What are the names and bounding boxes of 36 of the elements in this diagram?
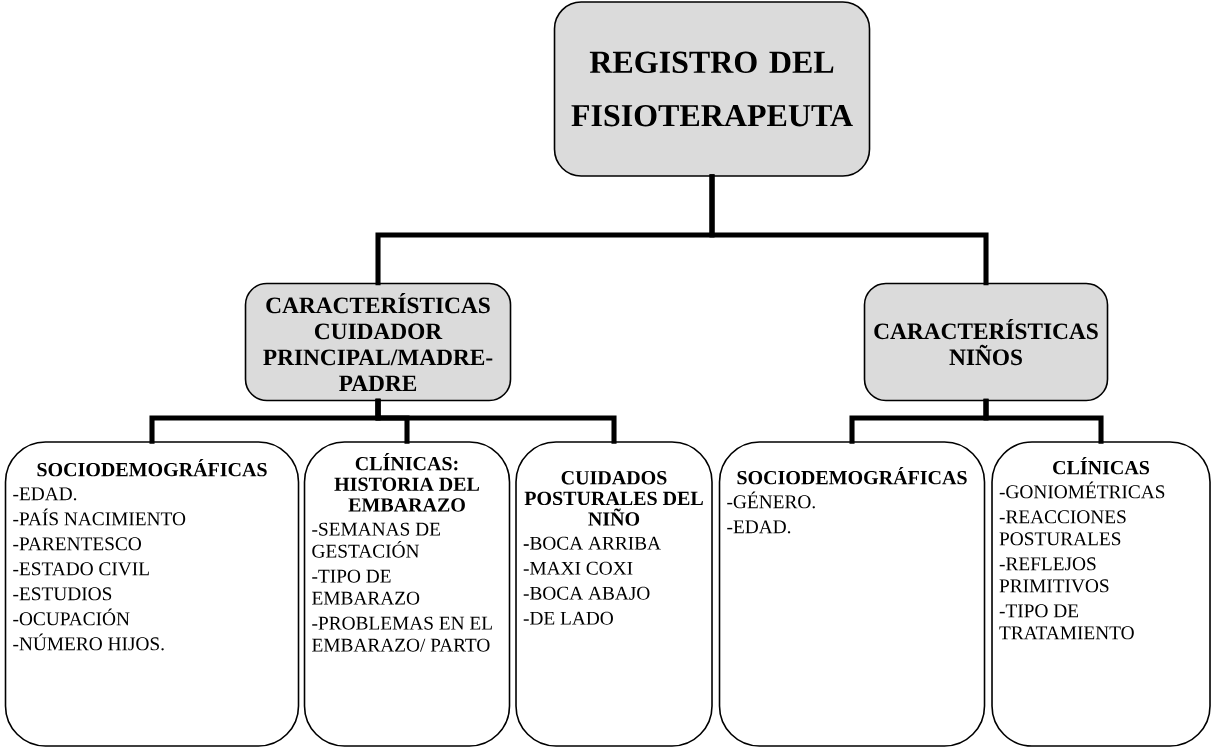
list-item: -BOCA ABAJO [523,586,650,600]
rounded-box [4,441,300,747]
list-item: -DE LADO [523,611,613,625]
list-item: -GÉNERO. [727,491,815,509]
list-item: -ESTUDIOS [13,587,112,601]
list-item: -TIPO DE EMBARAZO [312,569,420,605]
heading: CLÍNICAS [1053,457,1150,475]
list-item: -PAÍS NACIMIENTO [13,508,186,526]
category-box: CARACTERÍSTICAS NIÑOS [863,282,1109,402]
connector-line [983,398,1104,444]
heading: SOCIODEMOGRÁFICAS [37,459,267,477]
list-item: -BOCA ARRIBA [523,536,661,550]
list-item: -OCUPACIÓN [13,608,130,626]
rounded-box [515,441,713,747]
title-box: REGISTRO DEL FISIOTERAPEUTA [553,1,871,177]
connector-line [375,398,617,444]
list-item: -GONIOMÉTRICAS [999,481,1165,499]
heading: CLÍNICAS: HISTORIA DEL EMBARAZO [334,453,480,512]
rounded-box [303,441,511,747]
list-item: -MAXI COXI [523,561,633,575]
list-item: -NÚMERO HIJOS. [13,633,164,651]
category-box: CARACTERÍSTICAS CUIDADOR PRINCIPAL/MADRE-PADRE [244,282,512,402]
rounded-box [718,441,986,747]
list-item: -REFLEJOS PRIMITIVOS [999,557,1109,593]
rounded-box [991,441,1211,747]
list-item: -SEMANAS DE GESTACIÓN [312,522,440,558]
list-item: -PARENTESCO [13,537,141,551]
heading: SOCIODEMOGRÁFICAS [737,467,967,485]
list-item: -ESTADO CIVIL [13,562,149,576]
list-item: -EDAD. [13,487,77,501]
connector-line [709,174,989,286]
list-item: -EDAD. [727,520,791,534]
list-item: -TIPO DE TRATAMIENTO [999,604,1134,640]
list-item: -REACCIONES POSTURALES [999,510,1126,546]
list-item: -PROBLEMAS EN EL EMBARAZO/ PARTO [312,616,492,652]
heading: CUIDADOS POSTURALES DEL NIÑO [524,471,703,526]
